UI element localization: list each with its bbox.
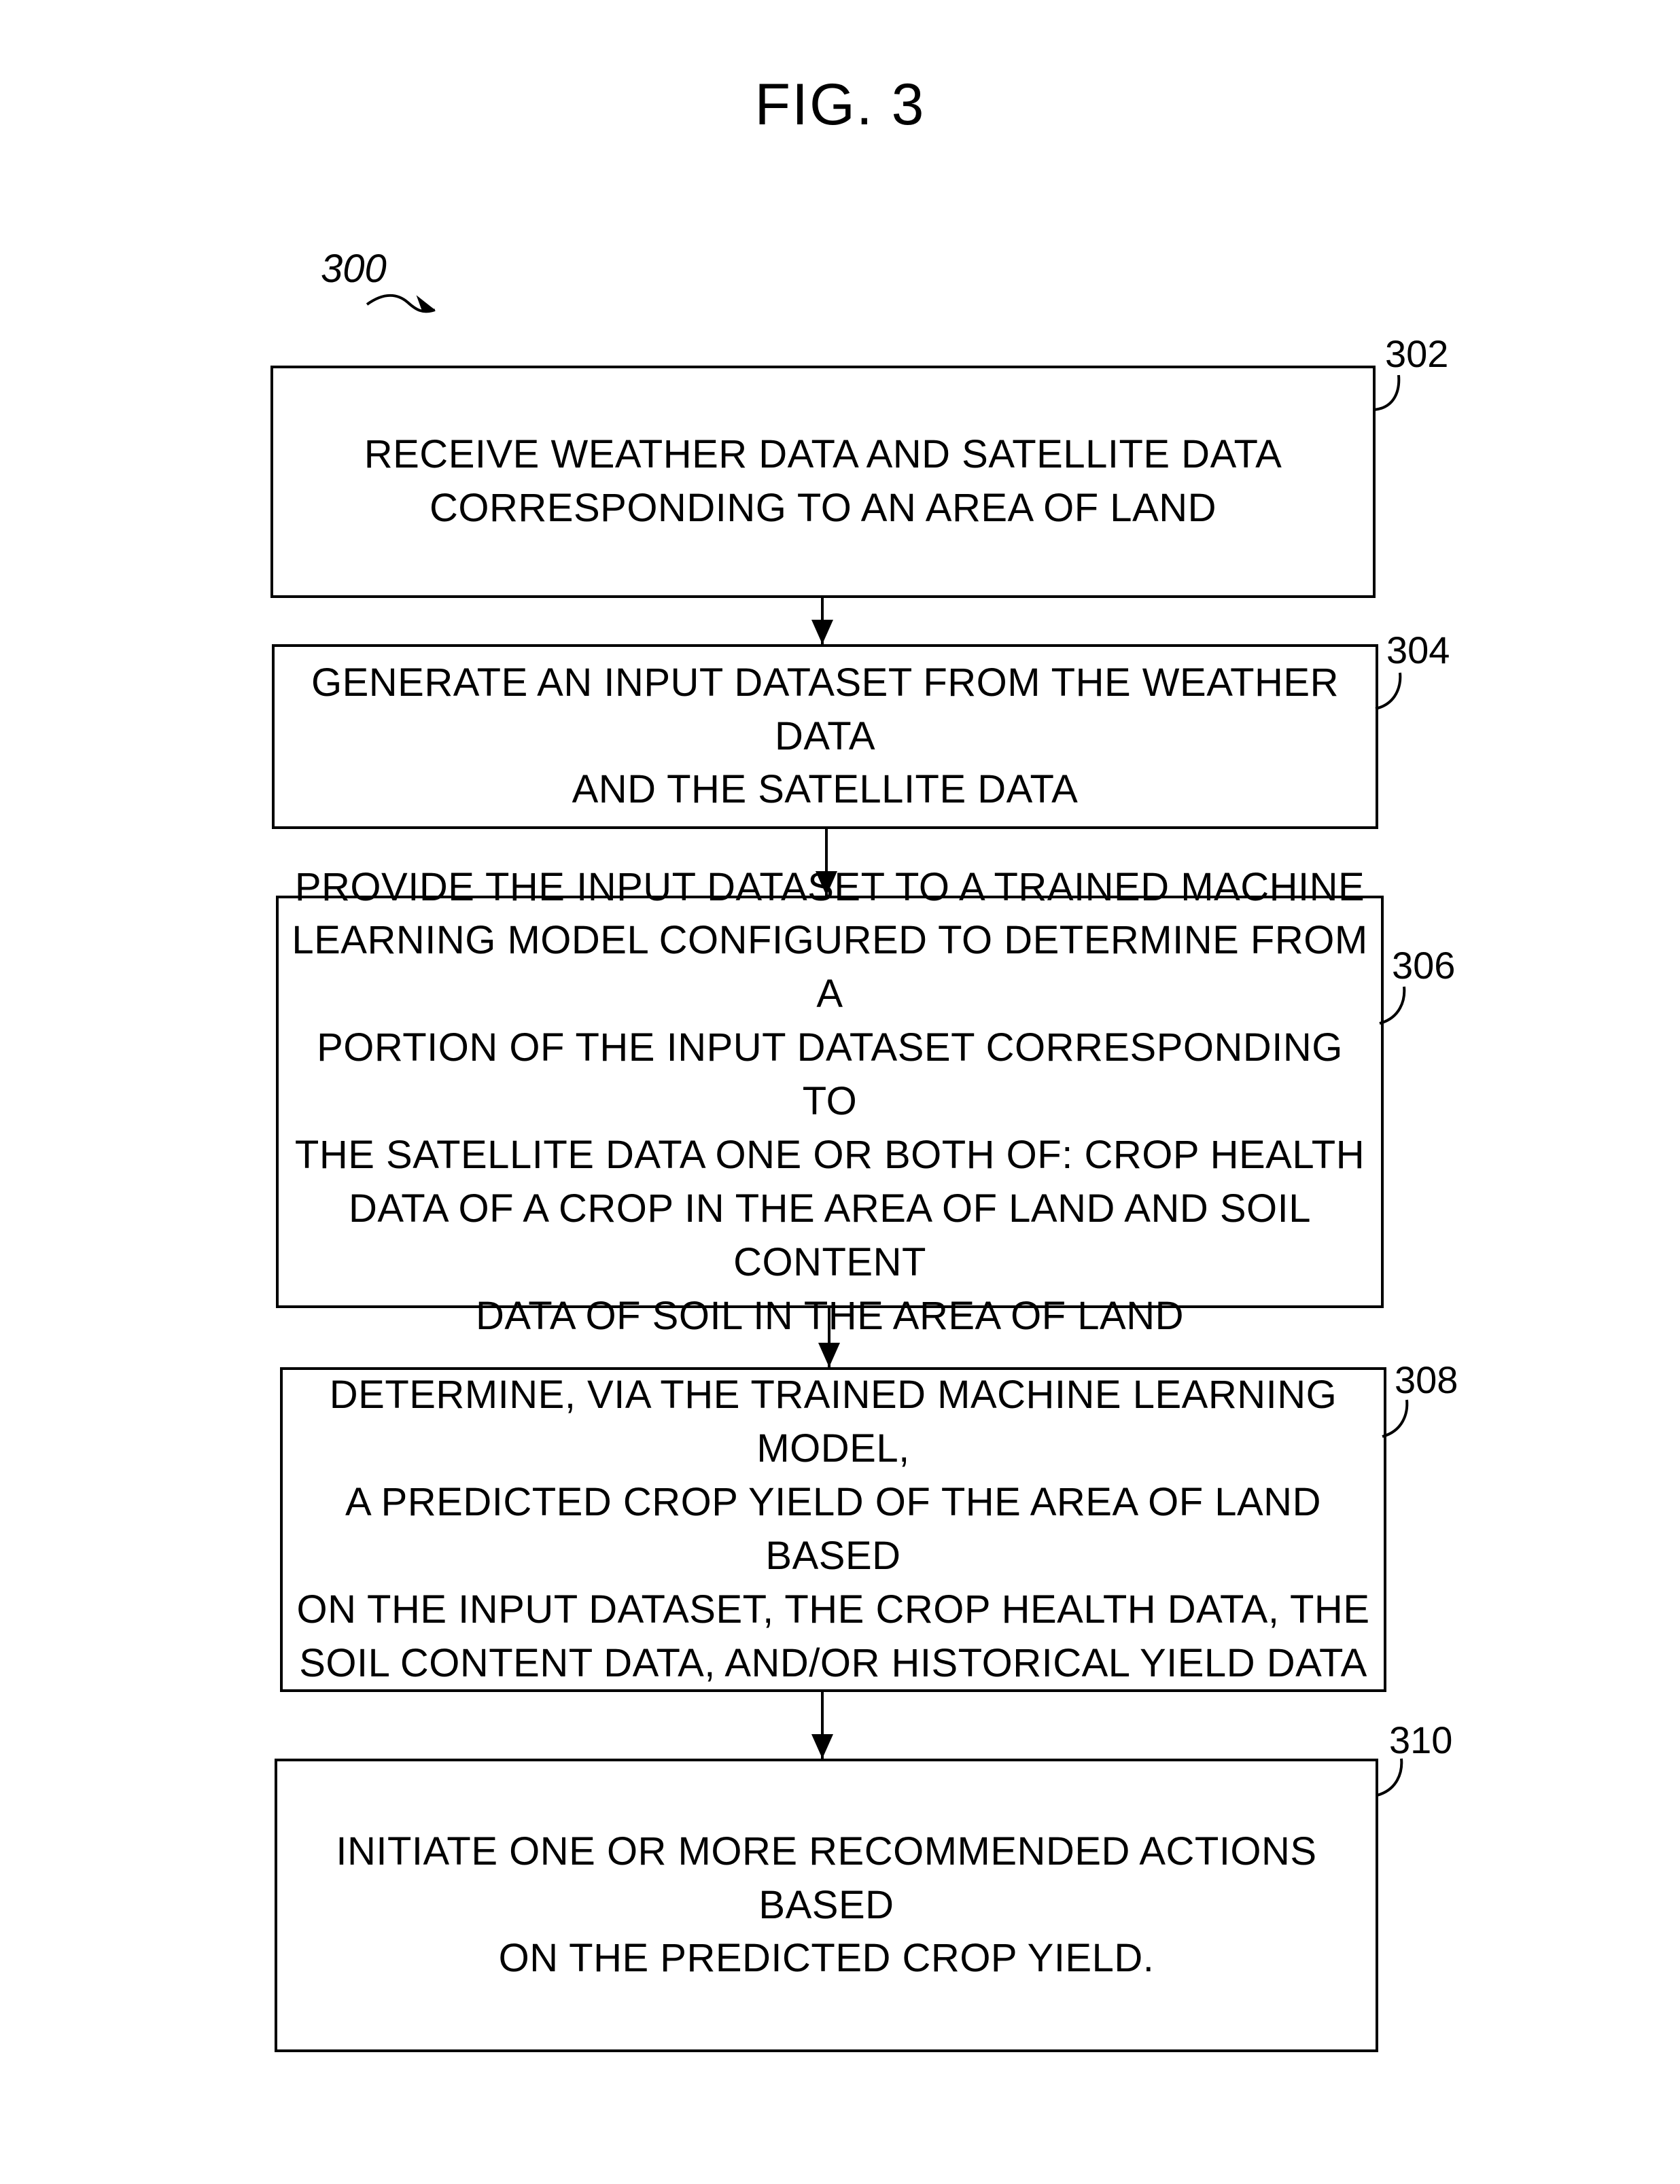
step-ref-308: 308: [1395, 1358, 1458, 1401]
step-text-310: INITIATE ONE OR MORE RECOMMENDED ACTIONS…: [336, 1829, 1317, 1981]
step-text-308: DETERMINE, VIA THE TRAINED MACHINE LEARN…: [296, 1373, 1370, 1685]
figure-title: FIG. 3: [754, 72, 926, 137]
leader-304: [1375, 672, 1402, 710]
step-text-304: GENERATE AN INPUT DATASET FROM THE WEATH…: [311, 660, 1339, 812]
step-box-310: INITIATE ONE OR MORE RECOMMENDED ACTIONS…: [275, 1759, 1378, 2052]
leader-310: [1376, 1758, 1403, 1797]
flowchart-reference-numeral: 300: [321, 247, 387, 291]
step-ref-302: 302: [1385, 332, 1449, 375]
step-box-302: RECEIVE WEATHER DATA AND SATELLITE DATA …: [270, 366, 1376, 598]
leader-308: [1382, 1399, 1409, 1438]
reference-300-arrowhead: [416, 295, 435, 312]
step-box-304: GENERATE AN INPUT DATASET FROM THE WEATH…: [272, 644, 1378, 829]
step-ref-310: 310: [1389, 1719, 1453, 1761]
leader-302: [1373, 374, 1401, 411]
step-box-306: PROVIDE THE INPUT DATASET TO A TRAINED M…: [276, 865, 1384, 1338]
leader-306: [1379, 986, 1406, 1025]
step-text-302: RECEIVE WEATHER DATA AND SATELLITE DATA …: [364, 432, 1282, 530]
step-ref-306: 306: [1392, 944, 1456, 987]
step-ref-304: 304: [1386, 629, 1450, 671]
step-text-306: PROVIDE THE INPUT DATASET TO A TRAINED M…: [292, 864, 1368, 1338]
reference-300-leader: [366, 294, 436, 313]
step-box-308: DETERMINE, VIA THE TRAINED MACHINE LEARN…: [280, 1367, 1386, 1692]
